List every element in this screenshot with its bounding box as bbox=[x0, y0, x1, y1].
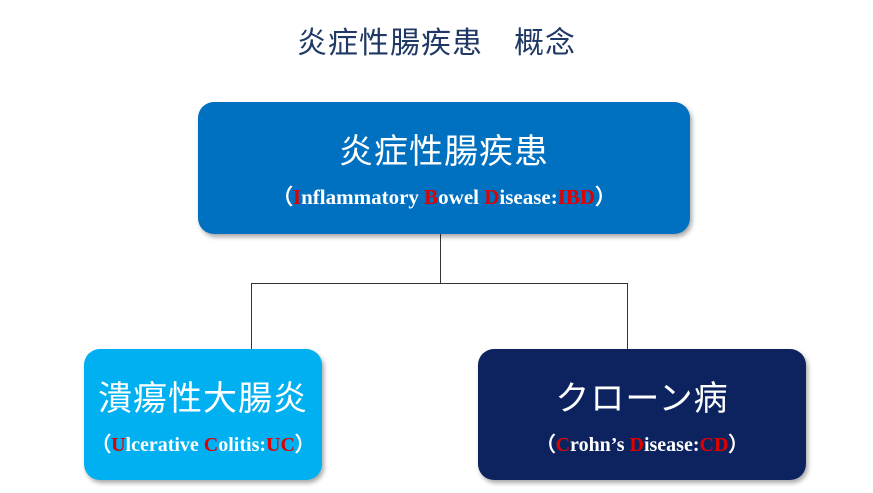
cd-label: クローン病 bbox=[555, 379, 729, 419]
connector-left bbox=[251, 283, 252, 349]
abbreviation: CD bbox=[699, 434, 729, 456]
ibd-english: （Inflammatory Bowel Disease:IBD） bbox=[198, 181, 690, 211]
text-part: owel bbox=[438, 185, 485, 209]
text-part: ） bbox=[294, 434, 315, 456]
initial: D bbox=[629, 434, 644, 456]
abbreviation: UC bbox=[266, 434, 295, 456]
text-part: （ bbox=[91, 434, 112, 456]
initial: C bbox=[555, 434, 571, 456]
text-part: nflammatory bbox=[301, 185, 425, 209]
cd-node: クローン病 （Crohn’s Disease:CD） bbox=[478, 349, 806, 480]
connector-trunk bbox=[440, 234, 441, 283]
text-part: ） bbox=[595, 185, 617, 209]
text-part: ） bbox=[728, 434, 749, 456]
ibd-node: 炎症性腸疾患 （Inflammatory Bowel Disease:IBD） bbox=[198, 102, 690, 234]
initial: I bbox=[292, 185, 302, 209]
text-part: （ bbox=[271, 185, 293, 209]
cd-english: （Crohn’s Disease:CD） bbox=[478, 428, 806, 457]
initial: D bbox=[484, 185, 500, 209]
text-part: isease: bbox=[499, 185, 558, 209]
uc-node: 潰瘍性大腸炎 （Ulcerative Colitis:UC） bbox=[84, 349, 322, 480]
initial: U bbox=[111, 434, 126, 456]
text-part: olitis: bbox=[218, 434, 267, 456]
text-part: （ bbox=[535, 434, 556, 456]
initial: C bbox=[203, 434, 219, 456]
text-part: rohn’s bbox=[570, 434, 630, 456]
text-part: isease: bbox=[643, 434, 700, 456]
uc-label: 潰瘍性大腸炎 bbox=[98, 379, 308, 419]
uc-english: （Ulcerative Colitis:UC） bbox=[84, 428, 322, 457]
connector-right bbox=[627, 283, 628, 349]
abbreviation: IBD bbox=[557, 185, 596, 209]
text-part: lcerative bbox=[125, 434, 204, 456]
ibd-label: 炎症性腸疾患 bbox=[339, 132, 549, 172]
page-title: 炎症性腸疾患 概念 bbox=[297, 26, 576, 61]
initial: B bbox=[424, 185, 439, 209]
connector-horizontal bbox=[251, 283, 628, 284]
